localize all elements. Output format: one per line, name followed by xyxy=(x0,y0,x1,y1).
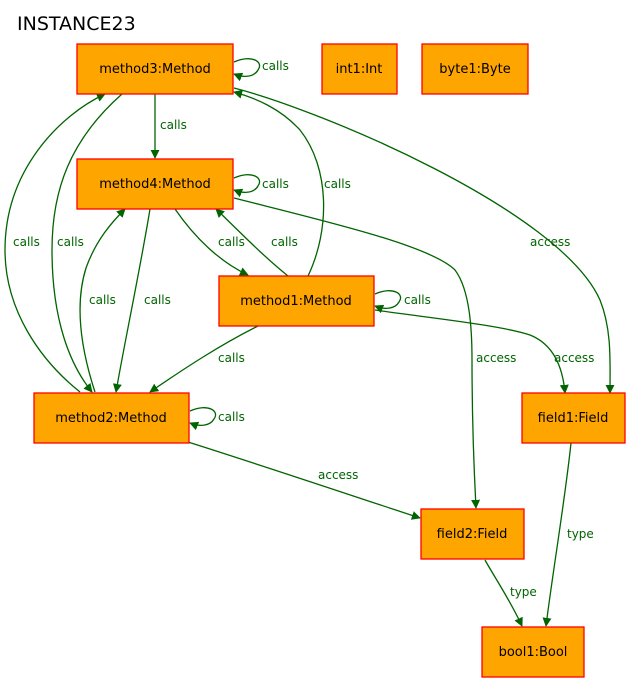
node-label: method4:Method xyxy=(99,177,211,192)
edge-method4-method1: calls xyxy=(174,208,249,276)
edge-label: type xyxy=(567,527,594,541)
edge-label: calls xyxy=(271,235,298,249)
edge-label: type xyxy=(510,585,537,599)
edge-label: calls xyxy=(13,235,40,249)
node-bool1[interactable]: bool1:Bool xyxy=(481,626,585,678)
edge-label: access xyxy=(530,235,570,249)
edge-label: calls xyxy=(160,118,187,132)
node-field1[interactable]: field1:Field xyxy=(521,392,626,444)
edge-method1-method3: calls xyxy=(233,89,351,277)
node-label: field1:Field xyxy=(538,411,609,426)
node-label: bool1:Bool xyxy=(499,645,568,660)
node-method3[interactable]: method3:Method xyxy=(76,43,234,95)
edges: calls calls calls calls access calls xyxy=(4,58,615,627)
node-label: field2:Field xyxy=(437,527,508,542)
edge-label: calls xyxy=(404,293,431,307)
edge-label: access xyxy=(554,351,594,365)
nodes: method3:Method int1:Int byte1:Byte metho… xyxy=(33,43,626,678)
edge-method4-method2: calls xyxy=(112,208,171,393)
edge-method3-method4: calls xyxy=(150,94,187,159)
edge-label: calls xyxy=(218,235,245,249)
edge-method2-method2: calls xyxy=(189,407,245,431)
edge-method1-field1: access xyxy=(374,309,594,394)
node-int1[interactable]: int1:Int xyxy=(321,43,398,95)
node-method1[interactable]: method1:Method xyxy=(218,275,375,327)
edge-method4-method4: calls xyxy=(233,174,289,198)
edge-label: calls xyxy=(57,235,84,249)
edge-label: access xyxy=(318,468,358,482)
edge-label: calls xyxy=(218,410,245,424)
edge-method3-method2: calls xyxy=(51,93,123,393)
node-label: method3:Method xyxy=(99,62,211,77)
edge-method3-method3: calls xyxy=(233,58,289,82)
node-label: method2:Method xyxy=(55,411,167,426)
edge-label: calls xyxy=(89,293,116,307)
edge-label: calls xyxy=(262,177,289,191)
edge-label: calls xyxy=(262,59,289,73)
edge-label: calls xyxy=(324,177,351,191)
edge-method2-method4: calls xyxy=(79,208,126,393)
edge-method1-method2: calls xyxy=(149,325,259,393)
node-method2[interactable]: method2:Method xyxy=(33,392,190,444)
node-method4[interactable]: method4:Method xyxy=(76,158,234,210)
diagram-title: INSTANCE23 xyxy=(17,13,136,35)
node-field2[interactable]: field2:Field xyxy=(420,508,525,560)
edge-method2-field2: access xyxy=(187,441,421,520)
node-label: method1:Method xyxy=(240,294,352,309)
edge-method1-method1: calls xyxy=(374,290,431,314)
edge-method1-method4: calls xyxy=(215,208,298,277)
edge-label: calls xyxy=(218,351,245,365)
edge-label: access xyxy=(476,351,516,365)
node-label: byte1:Byte xyxy=(439,62,510,77)
edge-field1-bool1: type xyxy=(542,442,594,627)
edge-label: calls xyxy=(144,293,171,307)
node-label: int1:Int xyxy=(336,62,383,77)
edge-method2-method3: calls xyxy=(4,93,106,393)
node-byte1[interactable]: byte1:Byte xyxy=(421,43,529,95)
edge-field2-bool1: type xyxy=(484,559,537,627)
edge-method4-field2: access xyxy=(233,197,516,509)
edge-method3-field1: access xyxy=(233,87,615,394)
